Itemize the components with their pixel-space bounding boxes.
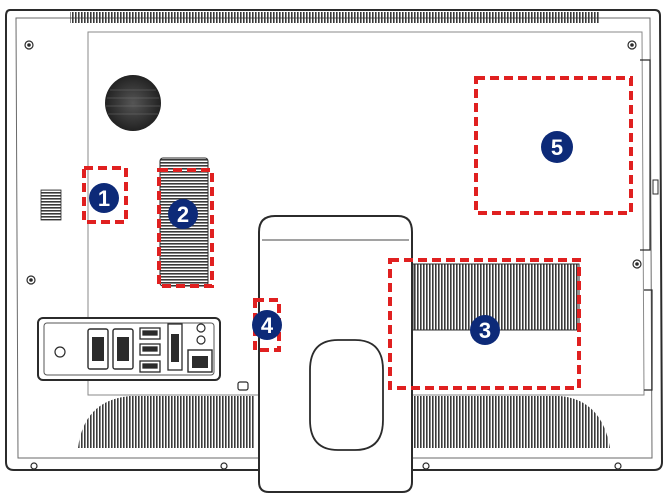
svg-text:3: 3 — [479, 318, 491, 343]
serial-port-icon — [112, 328, 134, 370]
callout-box-2 — [157, 168, 214, 288]
svg-text:5: 5 — [551, 135, 563, 160]
cpu-vent — [412, 263, 580, 331]
svg-text:4: 4 — [261, 313, 274, 338]
stand — [258, 215, 413, 493]
bottom-vent — [78, 396, 610, 448]
serial-port-icon — [87, 328, 109, 370]
top-vent — [70, 12, 600, 23]
speaker-grille — [105, 75, 161, 131]
callout-badge-4: 4 — [252, 310, 282, 340]
io-panel — [37, 317, 221, 381]
screws — [24, 40, 642, 470]
callout-box-3 — [388, 258, 581, 390]
usb-ports-icon — [139, 327, 161, 373]
svg-text:1: 1 — [98, 186, 110, 211]
callout-badge-1: 1 — [89, 183, 119, 213]
lan-port-icon — [187, 349, 213, 373]
audio-jack-icon — [196, 323, 206, 345]
callout-badge-3: 3 — [470, 315, 500, 345]
small-vent — [40, 189, 62, 221]
callout-box-1 — [82, 166, 128, 224]
callout-badge-5: 5 — [541, 131, 573, 163]
svg-text:2: 2 — [177, 202, 189, 227]
lock-slot — [237, 381, 249, 391]
display-port-icon — [167, 323, 183, 371]
callout-badge-2: 2 — [168, 199, 198, 229]
callout-box-5 — [474, 76, 633, 215]
